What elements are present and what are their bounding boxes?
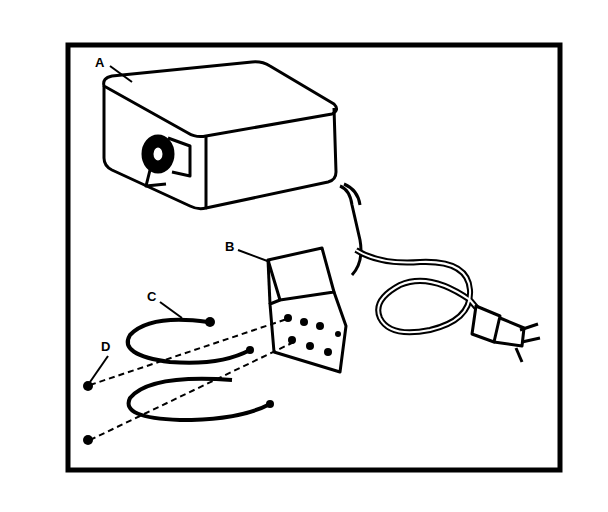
callout-letter: A xyxy=(94,56,105,69)
callout-letter: C xyxy=(146,290,157,303)
callout-letter: D xyxy=(100,340,111,353)
callout-letter: B xyxy=(224,240,235,253)
